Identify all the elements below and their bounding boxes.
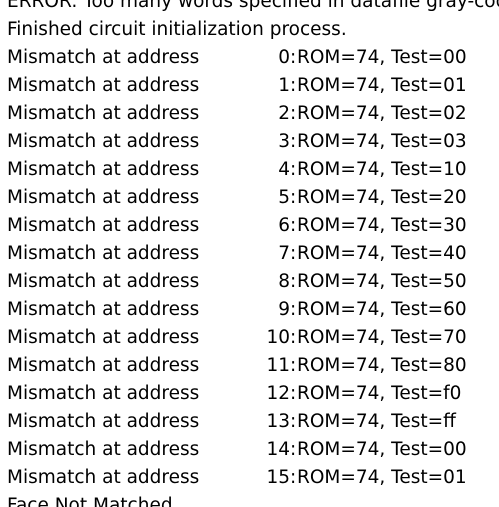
mismatch-label: Mismatch at address: [7, 159, 200, 180]
mismatch-values: ROM=74, Test=01: [297, 467, 467, 488]
mismatch-address: 11: [266, 355, 290, 376]
mismatch-label: Mismatch at address: [7, 131, 200, 152]
address-separator: :: [290, 467, 297, 488]
mismatch-address: 7: [278, 243, 290, 264]
mismatch-row: Mismatch at address 1:ROM=74, Test=01: [0, 72, 499, 100]
mismatch-values: ROM=74, Test=01: [297, 75, 467, 96]
address-separator: :: [290, 103, 297, 124]
mismatch-label: Mismatch at address: [7, 467, 200, 488]
mismatch-row: Mismatch at address 12:ROM=74, Test=f0: [0, 380, 499, 408]
mismatch-row: Mismatch at address 5:ROM=74, Test=20: [0, 184, 499, 212]
error-text: ERROR: Too many words specified in dataf…: [7, 0, 499, 12]
mismatch-label: Mismatch at address: [7, 439, 200, 460]
mismatch-row: Mismatch at address 8:ROM=74, Test=50: [0, 268, 499, 296]
mismatch-row: Mismatch at address 2:ROM=74, Test=02: [0, 100, 499, 128]
mismatch-address: 9: [278, 299, 290, 320]
mismatch-values: ROM=74, Test=00: [297, 47, 467, 68]
mismatch-address: 12: [266, 383, 290, 404]
mismatch-values: ROM=74, Test=80: [297, 355, 467, 376]
mismatch-address: 5: [278, 187, 290, 208]
mismatch-row: Mismatch at address 14:ROM=74, Test=00: [0, 436, 499, 464]
init-text: Finished circuit initialization process.: [7, 19, 347, 40]
mismatch-values: ROM=74, Test=40: [297, 243, 467, 264]
address-separator: :: [290, 215, 297, 236]
mismatch-label: Mismatch at address: [7, 299, 200, 320]
mismatch-label: Mismatch at address: [7, 103, 200, 124]
address-separator: :: [290, 439, 297, 460]
mismatch-label: Mismatch at address: [7, 411, 200, 432]
mismatch-values: ROM=74, Test=f0: [297, 383, 462, 404]
address-separator: :: [290, 159, 297, 180]
mismatch-row: Mismatch at address 4:ROM=74, Test=10: [0, 156, 499, 184]
address-separator: :: [290, 355, 297, 376]
mismatch-row: Mismatch at address 3:ROM=74, Test=03: [0, 128, 499, 156]
mismatch-label: Mismatch at address: [7, 271, 200, 292]
mismatch-row: Mismatch at address 0:ROM=74, Test=00: [0, 44, 499, 72]
mismatch-row: Mismatch at address 10:ROM=74, Test=70: [0, 324, 499, 352]
mismatch-label: Mismatch at address: [7, 327, 200, 348]
mismatch-row: Mismatch at address 6:ROM=74, Test=30: [0, 212, 499, 240]
mismatch-address: 8: [278, 271, 290, 292]
mismatch-row: Mismatch at address 9:ROM=74, Test=60: [0, 296, 499, 324]
mismatch-values: ROM=74, Test=10: [297, 159, 467, 180]
mismatch-label: Mismatch at address: [7, 355, 200, 376]
mismatch-address: 3: [278, 131, 290, 152]
mismatch-address: 4: [278, 159, 290, 180]
mismatch-label: Mismatch at address: [7, 187, 200, 208]
mismatch-address: 6: [278, 215, 290, 236]
result-text: Face Not Matched: [7, 495, 173, 507]
address-separator: :: [290, 131, 297, 152]
mismatch-row: Mismatch at address 13:ROM=74, Test=ff: [0, 408, 499, 436]
address-separator: :: [290, 187, 297, 208]
address-separator: :: [290, 327, 297, 348]
console-line-init: Finished circuit initialization process.: [0, 16, 499, 44]
mismatch-values: ROM=74, Test=30: [297, 215, 467, 236]
address-separator: :: [290, 243, 297, 264]
mismatch-row: Mismatch at address 7:ROM=74, Test=40: [0, 240, 499, 268]
mismatch-row: Mismatch at address 11:ROM=74, Test=80: [0, 352, 499, 380]
address-separator: :: [290, 75, 297, 96]
console-line-result: Face Not Matched: [0, 492, 499, 507]
mismatch-address: 1: [278, 75, 290, 96]
console-line-error: ERROR: Too many words specified in dataf…: [0, 0, 499, 16]
mismatch-values: ROM=74, Test=70: [297, 327, 467, 348]
address-separator: :: [290, 411, 297, 432]
mismatch-row: Mismatch at address 15:ROM=74, Test=01: [0, 464, 499, 492]
mismatch-values: ROM=74, Test=03: [297, 131, 467, 152]
mismatch-label: Mismatch at address: [7, 75, 200, 96]
mismatch-values: ROM=74, Test=ff: [297, 411, 456, 432]
mismatch-address: 15: [266, 467, 290, 488]
address-separator: :: [290, 47, 297, 68]
address-separator: :: [290, 383, 297, 404]
mismatch-address: 2: [278, 103, 290, 124]
mismatch-values: ROM=74, Test=20: [297, 187, 467, 208]
mismatch-address: 13: [266, 411, 290, 432]
mismatch-address: 0: [278, 47, 290, 68]
mismatch-address: 14: [266, 439, 290, 460]
mismatch-values: ROM=74, Test=02: [297, 103, 467, 124]
mismatch-values: ROM=74, Test=50: [297, 271, 467, 292]
address-separator: :: [290, 271, 297, 292]
mismatch-label: Mismatch at address: [7, 215, 200, 236]
mismatch-label: Mismatch at address: [7, 243, 200, 264]
mismatch-label: Mismatch at address: [7, 383, 200, 404]
mismatch-values: ROM=74, Test=60: [297, 299, 467, 320]
address-separator: :: [290, 299, 297, 320]
mismatch-values: ROM=74, Test=00: [297, 439, 467, 460]
mismatch-label: Mismatch at address: [7, 47, 200, 68]
mismatch-address: 10: [266, 327, 290, 348]
